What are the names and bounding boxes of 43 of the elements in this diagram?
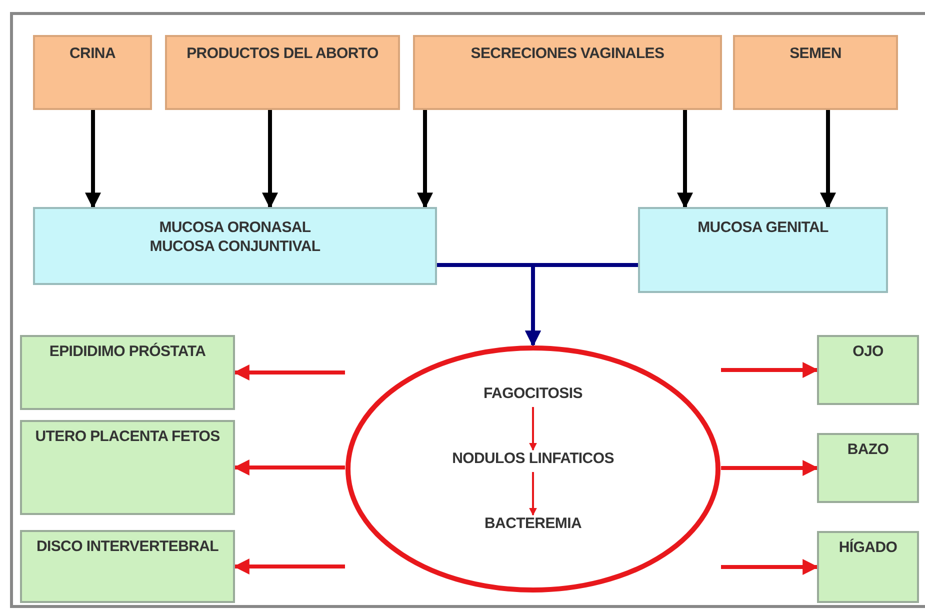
arrow [233, 364, 345, 380]
arrow [417, 110, 433, 209]
arrow [529, 407, 537, 451]
source-box [33, 35, 152, 110]
mucosa-box [33, 207, 437, 285]
arrow [721, 559, 819, 575]
box-label: PRODUCTOS DEL ABORTO [186, 45, 378, 64]
arrow [677, 110, 693, 209]
organ-box [20, 335, 235, 410]
box-label: MUCOSA GENITAL [698, 219, 828, 238]
mucosa-box [638, 207, 888, 293]
arrow [233, 460, 345, 476]
box-label: SEMEN [790, 45, 842, 64]
organ-box [20, 530, 235, 603]
box-label: MUCOSA ORONASAL [159, 219, 311, 238]
organ-box [20, 420, 235, 515]
arrow [820, 110, 836, 209]
source-box [733, 35, 898, 110]
step-label: BACTEREMIA [484, 515, 582, 534]
step-label: NODULOS LINFATICOS [452, 450, 614, 469]
process-ellipse [345, 345, 721, 593]
arrow [525, 263, 638, 347]
box-label: CRINA [70, 45, 116, 64]
box-label: BAZO [847, 441, 889, 460]
box-label: OJO [852, 343, 884, 362]
box-label: UTERO PLACENTA FETOS [35, 428, 220, 447]
step-label: FAGOCITOSIS [484, 385, 582, 404]
organ-box [817, 335, 919, 405]
arrow [262, 110, 278, 209]
arrow [85, 110, 101, 209]
arrow [529, 472, 537, 516]
box-label: SECRECIONES VAGINALES [470, 45, 664, 64]
source-box [413, 35, 722, 110]
arrow [721, 362, 819, 378]
arrow [721, 460, 819, 476]
box-label: HÍGADO [838, 539, 898, 558]
arrow [233, 558, 345, 574]
source-box [165, 35, 400, 110]
organ-box [817, 433, 919, 503]
organ-box [817, 531, 919, 603]
box-label: EPIDIDIMO PRÓSTATA [49, 343, 206, 362]
box-label: MUCOSA CONJUNTIVAL [150, 238, 320, 256]
box-label: DISCO INTERVERTEBRAL [36, 538, 219, 557]
